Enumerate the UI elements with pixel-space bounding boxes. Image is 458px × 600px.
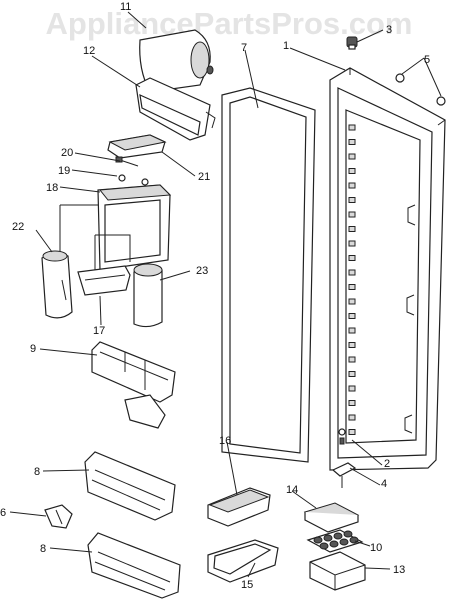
callout-2: 2 xyxy=(384,458,390,470)
part-9-bin[interactable] xyxy=(91,341,176,429)
part-21-lid[interactable] xyxy=(107,134,167,159)
door-rib xyxy=(348,356,356,363)
part-8-bin-upper[interactable] xyxy=(84,451,176,521)
egg-cup xyxy=(319,542,329,550)
part-18-housing[interactable] xyxy=(59,184,172,271)
door-rib xyxy=(348,226,356,232)
door-rib xyxy=(348,371,356,377)
egg-cup xyxy=(329,540,339,548)
callout-6: 6 xyxy=(0,507,6,519)
callout-11: 11 xyxy=(120,1,131,13)
part-12-bin[interactable] xyxy=(135,77,216,141)
door-rib xyxy=(348,269,356,276)
callout-13: 13 xyxy=(393,564,405,576)
part-6-clip[interactable] xyxy=(44,504,73,529)
part-16-lid[interactable] xyxy=(207,487,271,527)
part-8-bin-lower[interactable] xyxy=(87,532,181,599)
leader-lines xyxy=(9,11,442,578)
egg-cup xyxy=(313,536,323,544)
door-rib xyxy=(348,240,356,247)
door-rib xyxy=(348,313,356,319)
part-15-ring[interactable] xyxy=(207,539,279,583)
egg-cup xyxy=(333,532,343,540)
callout-16: 16 xyxy=(219,435,231,447)
callout-8a: 8 xyxy=(34,466,40,478)
part-3-cap[interactable] xyxy=(346,36,358,50)
part-gasket[interactable] xyxy=(221,87,316,463)
callout-22: 22 xyxy=(12,221,24,233)
part-23-cartridge[interactable] xyxy=(133,263,163,328)
door-rib xyxy=(348,342,356,348)
callout-21: 21 xyxy=(198,171,210,183)
part-door[interactable] xyxy=(329,67,446,471)
door-rib xyxy=(348,124,356,131)
part-4-bracket[interactable] xyxy=(331,462,357,488)
callout-14: 14 xyxy=(286,484,298,496)
callout-20: 20 xyxy=(61,147,73,159)
door-rib xyxy=(348,255,356,261)
egg-cup xyxy=(343,530,353,538)
door-rib xyxy=(348,385,356,392)
callout-18: 18 xyxy=(46,182,58,194)
egg-cup xyxy=(323,534,333,542)
callout-9: 9 xyxy=(30,343,36,355)
callout-3: 3 xyxy=(386,24,392,36)
door-shelf-ribs xyxy=(348,124,356,435)
part-11-cover[interactable] xyxy=(139,29,214,93)
part-17-tray[interactable] xyxy=(77,265,131,296)
callout-7: 7 xyxy=(241,42,247,54)
callout-17: 17 xyxy=(93,325,105,337)
callout-labels: 1 2 3 4 5 6 7 8 8 9 10 11 12 13 14 15 16… xyxy=(0,1,430,591)
callout-19: 19 xyxy=(58,165,70,177)
door-rib xyxy=(348,414,356,421)
callout-8b: 8 xyxy=(40,543,46,555)
egg-cup xyxy=(339,538,349,546)
door-rib xyxy=(348,211,356,218)
callout-23: 23 xyxy=(196,265,208,277)
door-rib xyxy=(348,139,356,145)
door-rib xyxy=(348,327,356,334)
door-rib xyxy=(348,182,356,189)
watermark: AppliancePartsPros.com xyxy=(45,6,413,41)
callout-5: 5 xyxy=(424,54,430,66)
door-rib xyxy=(348,429,356,435)
callout-1: 1 xyxy=(283,40,289,52)
door-rib xyxy=(348,284,356,290)
callout-10: 10 xyxy=(370,542,382,554)
callout-4: 4 xyxy=(381,478,387,490)
door-rib xyxy=(348,153,356,160)
part-5-screws[interactable] xyxy=(395,73,446,106)
door-rib xyxy=(348,197,356,203)
part-19-20-pins[interactable] xyxy=(115,156,149,186)
part-13-base[interactable] xyxy=(309,551,366,591)
part-14-tray-lid[interactable] xyxy=(303,502,360,533)
part-22-cartridge[interactable] xyxy=(41,250,73,319)
part-2-hinge-pin[interactable] xyxy=(338,428,346,445)
door-rib xyxy=(348,168,356,174)
callout-15: 15 xyxy=(241,579,253,591)
door-rib xyxy=(348,298,356,305)
door-rib xyxy=(348,400,356,406)
part-10-egg-tray[interactable] xyxy=(306,529,364,553)
callout-12: 12 xyxy=(83,45,95,57)
